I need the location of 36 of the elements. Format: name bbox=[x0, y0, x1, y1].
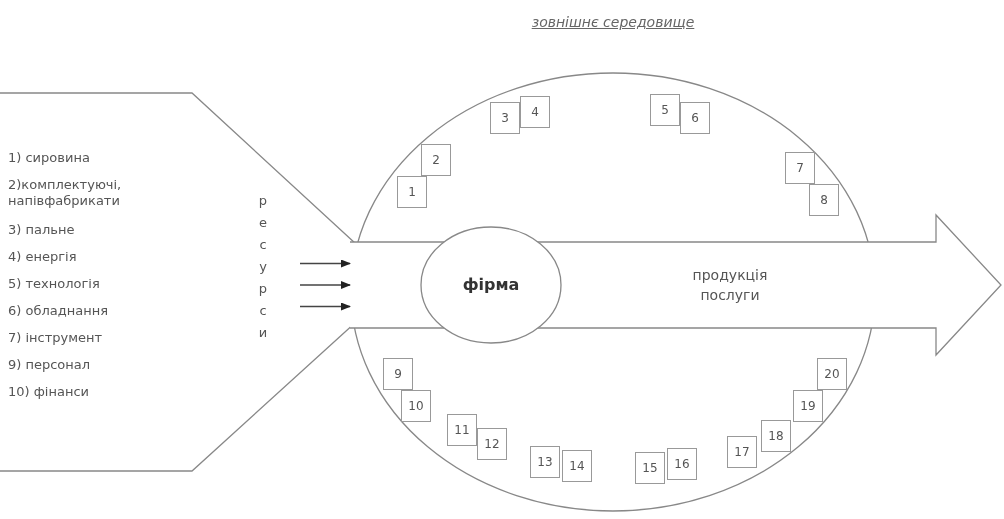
numbered-segment: 6 bbox=[680, 102, 710, 134]
numbered-segment: 17 bbox=[727, 436, 757, 468]
numbered-segment: 16 bbox=[667, 448, 697, 480]
numbered-segment: 2 bbox=[421, 144, 451, 176]
numbered-segment: 7 bbox=[785, 152, 815, 184]
list-item: 10) фінанси bbox=[8, 384, 91, 400]
list-item: 5) технологія bbox=[8, 276, 101, 292]
list-item: 9) персонал bbox=[8, 357, 92, 373]
list-item: 3) пальне bbox=[8, 222, 76, 238]
numbered-segment: 4 bbox=[520, 96, 550, 128]
numbered-segment: 15 bbox=[635, 452, 665, 484]
arrow bbox=[299, 302, 351, 311]
numbered-segment: 9 bbox=[383, 358, 413, 390]
list-item: 4) енергія bbox=[8, 249, 78, 265]
numbered-segment: 10 bbox=[401, 390, 431, 422]
list-item: 2)комплектуючі, напівфабрикати bbox=[8, 177, 123, 209]
numbered-segment: 3 bbox=[490, 102, 520, 134]
numbered-segment: 14 bbox=[562, 450, 592, 482]
output-label: продукція послуги bbox=[691, 266, 769, 305]
vertical-label: ресурси bbox=[257, 192, 269, 342]
list-item: 1) сировина bbox=[8, 150, 91, 166]
numbered-segment: 18 bbox=[761, 420, 791, 452]
numbered-segment: 11 bbox=[447, 414, 477, 446]
numbered-segment: 8 bbox=[809, 184, 839, 216]
arrow bbox=[299, 281, 351, 289]
numbered-segment: 13 bbox=[530, 446, 560, 478]
list-item: 6) обладнання bbox=[8, 303, 109, 319]
numbered-segment: 5 bbox=[650, 94, 680, 126]
list-item: 7) інструмент bbox=[8, 330, 104, 346]
arrow bbox=[299, 259, 351, 268]
numbered-segment: 20 bbox=[817, 358, 847, 390]
numbered-segment: 19 bbox=[793, 390, 823, 422]
firm-label: фірма bbox=[461, 275, 521, 294]
numbered-segment: 12 bbox=[477, 428, 507, 460]
numbered-segment: 1 bbox=[397, 176, 427, 208]
diagram-title: зовнішнє середовище bbox=[530, 14, 696, 30]
